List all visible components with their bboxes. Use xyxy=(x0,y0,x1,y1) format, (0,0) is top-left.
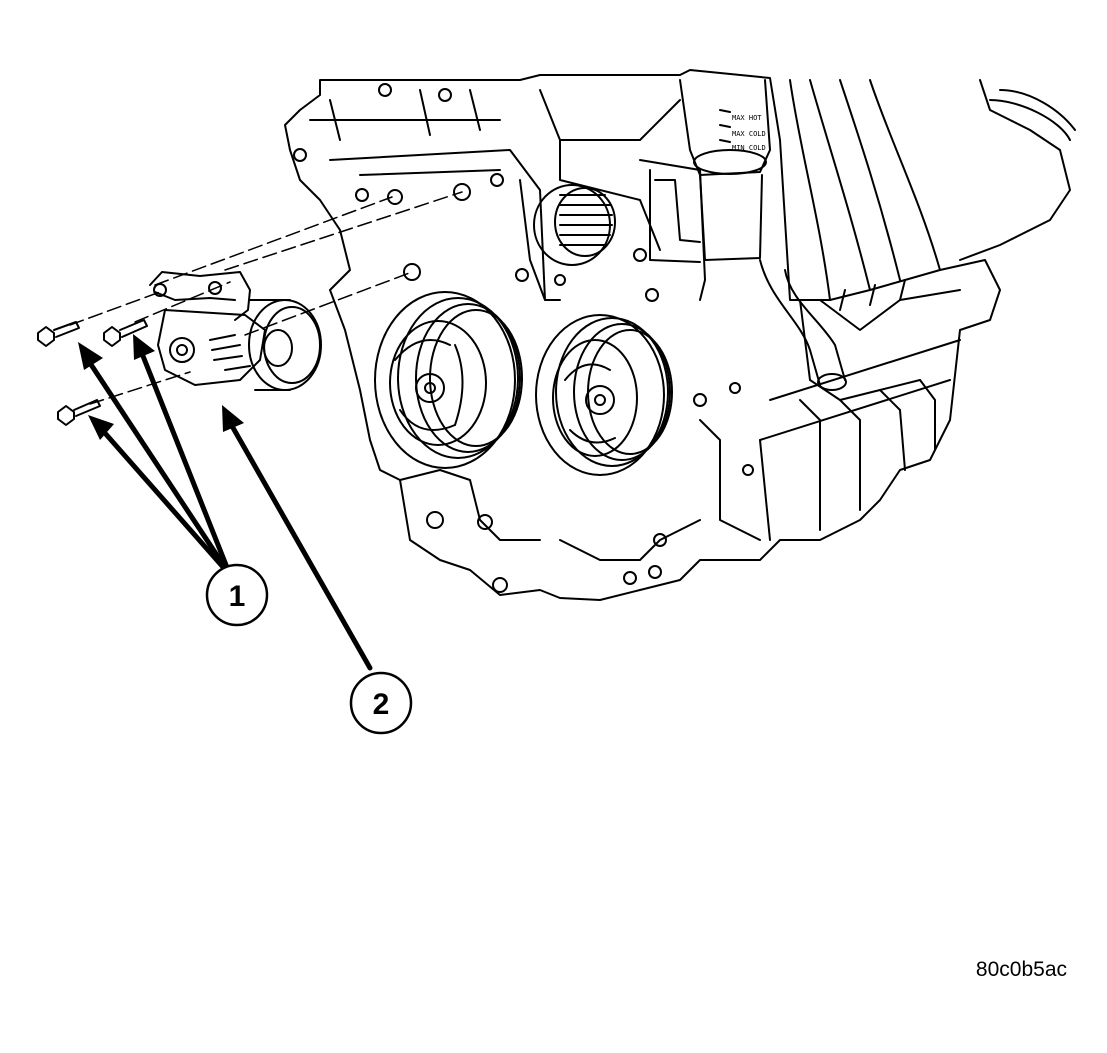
gauge-mark-max-hot: MAX HOT xyxy=(732,114,762,122)
water-pump-pulley xyxy=(535,314,673,476)
belt-tensioner xyxy=(149,271,322,391)
leader-lines xyxy=(78,334,373,671)
bolt-upper-right xyxy=(103,319,148,347)
crankshaft-pulley xyxy=(374,291,523,469)
callout-1: 1 xyxy=(205,563,269,627)
engine-block xyxy=(284,69,1076,601)
tensioner-bolts xyxy=(37,319,148,426)
reservoir-gauge-text: MAX HOT MAX COLD MIN COLD xyxy=(732,114,766,152)
callout-1-label: 1 xyxy=(229,580,246,613)
callout-2-label: 2 xyxy=(373,688,390,721)
gauge-mark-min-cold: MIN COLD xyxy=(732,144,766,152)
gauge-mark-max-cold: MAX COLD xyxy=(732,130,766,138)
coolant-reservoir xyxy=(649,79,771,263)
coolant-hose xyxy=(759,259,847,391)
idler-pulley xyxy=(533,184,616,266)
bolt-upper-left xyxy=(37,321,80,347)
figure-id: 80c0b5ac xyxy=(975,958,1067,981)
callout-2: 2 xyxy=(349,671,413,735)
alignment-lines xyxy=(69,191,463,405)
bolt-lower xyxy=(57,399,101,426)
